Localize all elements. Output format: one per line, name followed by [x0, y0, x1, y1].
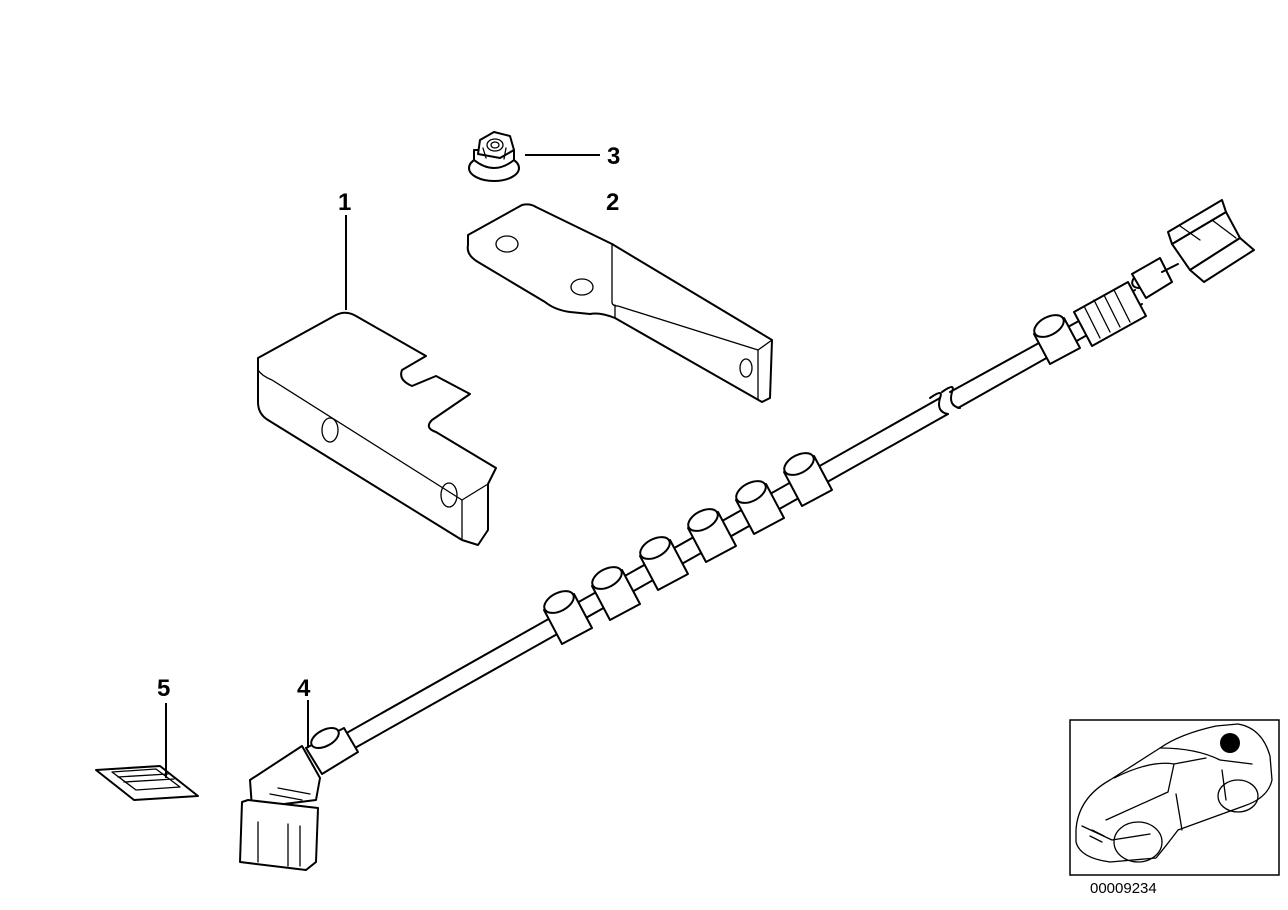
bracket-1[interactable] [257, 311, 497, 546]
label[interactable] [95, 765, 199, 801]
callout-5: 5 [157, 675, 170, 702]
car-locator-icon [1075, 723, 1273, 863]
lower-connector [239, 727, 359, 871]
callout-2: 2 [606, 189, 619, 216]
upper-connector [1161, 199, 1255, 283]
cable-sleeve [543, 314, 1081, 645]
car-locator-inset [1069, 719, 1280, 876]
callout-4: 4 [297, 675, 311, 702]
corrugated-tube [1073, 257, 1173, 347]
bracket-2[interactable] [466, 203, 773, 403]
callout-3: 3 [607, 143, 620, 170]
callout-1: 1 [338, 189, 351, 216]
hex-nut[interactable] [468, 131, 520, 182]
diagram-id: 00009234 [1090, 880, 1157, 897]
position-marker-dot [1220, 733, 1240, 753]
wiring-harness[interactable] [239, 199, 1255, 871]
